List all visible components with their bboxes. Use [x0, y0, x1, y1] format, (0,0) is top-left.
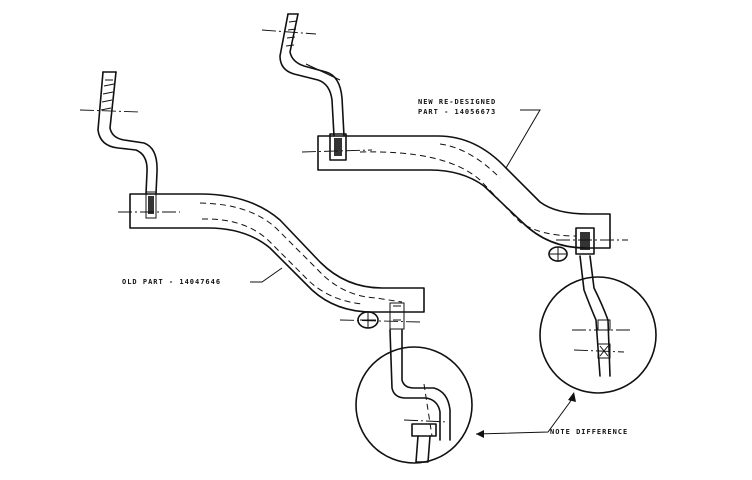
new-part-label-line1: NEW RE-DESIGNED [418, 98, 496, 106]
new-part-detail-circle [539, 276, 657, 394]
old-part-drawing [79, 71, 473, 464]
note-difference-label: NOTE DIFFERENCE [550, 428, 628, 436]
note-leader [475, 392, 576, 438]
old-part-label: OLD PART - 14047646 [122, 278, 221, 286]
old-part-detail-circle [355, 346, 473, 464]
new-part-label-line2: PART - 14056673 [418, 108, 496, 116]
new-part-drawing [261, 13, 657, 394]
